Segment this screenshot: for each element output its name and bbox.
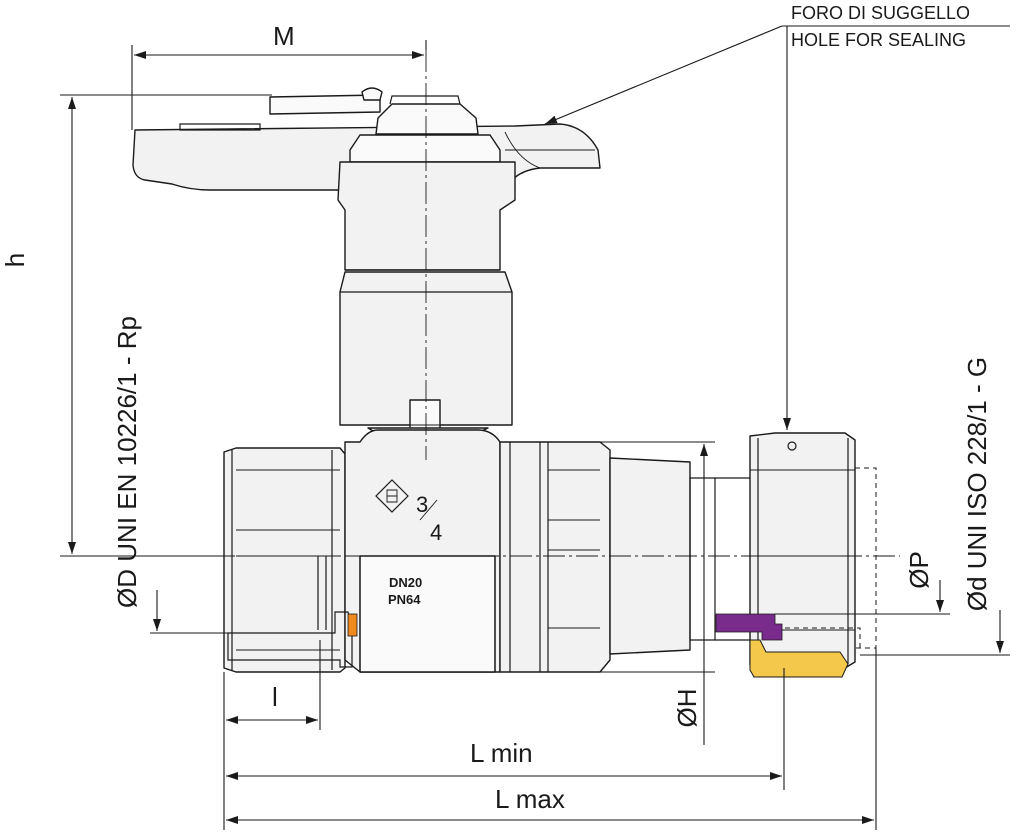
stem-housing (337, 161, 516, 461)
valve-body-center (344, 429, 501, 673)
dimension-D (150, 590, 228, 634)
left-inlet-nut (223, 447, 346, 673)
tailpiece-ring (749, 639, 849, 678)
label-l: l (272, 682, 278, 712)
size-denominator: 4 (430, 520, 442, 545)
right-body-section (499, 441, 750, 673)
label-H: ØH (672, 689, 702, 728)
gasket (715, 613, 783, 641)
sealing-hole-leaders (544, 25, 1010, 430)
label-P: ØP (904, 551, 934, 589)
dimension-l (223, 640, 321, 730)
label-L-min: L min (470, 738, 533, 768)
nominal-diameter-mark: DN20 (389, 575, 422, 590)
dimension-d (860, 610, 1010, 656)
dimension-M (131, 40, 427, 130)
inlet-pipe-section (227, 611, 353, 668)
dimension-P (775, 580, 950, 615)
manufacturer-logo (375, 479, 409, 513)
label-D-thread: ØD UNI EN 10226/1 - Rp (112, 316, 142, 608)
dimension-h (60, 94, 272, 557)
label-M: M (273, 21, 295, 51)
label-d-thread: Ød UNI ISO 228/1 - G (962, 357, 992, 611)
sealing-hole-label-italian: FORO DI SUGGELLO (791, 3, 970, 23)
dimension-H (600, 441, 715, 745)
thread-marker (347, 613, 358, 637)
size-numerator: 3 (416, 492, 428, 517)
label-L-max: L max (495, 784, 565, 814)
sealing-hole-label-english: HOLE FOR SEALING (791, 30, 966, 50)
right-union-nut (749, 432, 877, 669)
dimension-L-max (223, 648, 877, 830)
pressure-nominal-mark: PN64 (388, 592, 421, 607)
dimension-L-min (223, 668, 785, 790)
label-h: h (0, 253, 30, 267)
